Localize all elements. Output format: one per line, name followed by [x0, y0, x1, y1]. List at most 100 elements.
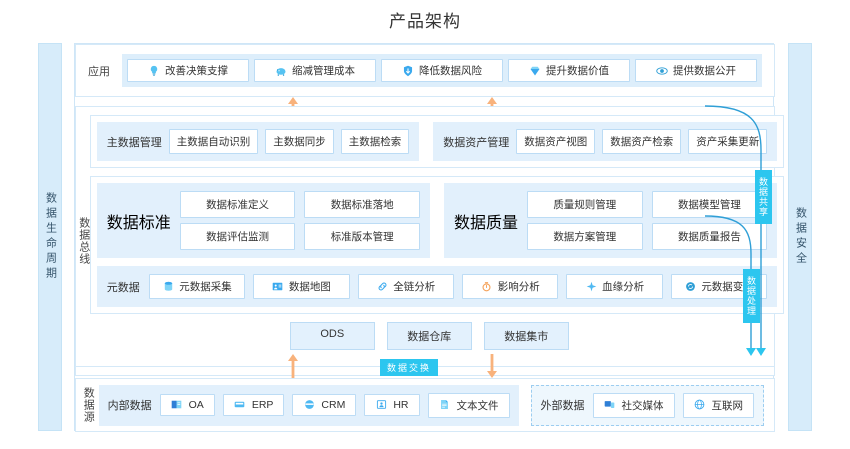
source-item-label: 文本文件: [456, 399, 499, 412]
master-and-asset-panel: 主数据管理 主数据自动识别 主数据同步 主数据检索 数据资产管理 数据资产视图 …: [89, 115, 785, 168]
data-standard-item[interactable]: 数据标准定义: [179, 191, 296, 218]
data-source-layer: 数据源 内部数据 OA ERP: [75, 378, 775, 432]
data-source-body: 内部数据 OA ERP: [98, 384, 774, 426]
file-icon: [439, 399, 451, 411]
source-item-oa[interactable]: OA: [159, 394, 215, 416]
app-chip-label: 改善决策支撑: [165, 65, 228, 77]
arrow-up-exchange: [288, 354, 298, 378]
data-standard-item[interactable]: 标准版本管理: [304, 223, 420, 250]
metadata-item-label: 影响分析: [497, 281, 540, 293]
master-data-item[interactable]: 主数据自动识别: [168, 129, 259, 154]
metadata-item-label: 数据地图: [288, 281, 331, 293]
metadata-item-label: 全链分析: [393, 281, 436, 293]
metadata-item-label: 元数据变更: [701, 281, 754, 293]
data-share-connector: [704, 105, 766, 356]
data-quality-item[interactable]: 质量规则管理: [527, 191, 643, 218]
application-layer: 应用 改善决策支撑 缩减管理成本: [75, 44, 775, 97]
data-bus-layer: 数据总线 主数据管理 主数据自动识别 主数据同步 主数据检索 数据资产管理: [75, 106, 785, 376]
data-asset-item[interactable]: 数据资产视图: [516, 129, 596, 154]
arrow-up-right: [487, 97, 497, 109]
source-item-social-media[interactable]: 社交媒体: [592, 392, 675, 418]
sparkle-icon: [585, 281, 597, 293]
link-icon: [376, 281, 388, 293]
data-exchange-badge: 数据交换: [380, 359, 439, 376]
side-band-right-label: 数据安全: [794, 207, 807, 267]
metadata-name: 元数据: [106, 281, 140, 294]
data-source-label-col: 数据源: [76, 387, 99, 423]
source-item-label: 互联网: [711, 399, 744, 412]
refresh-icon: [684, 281, 696, 293]
data-quality-item[interactable]: 数据质量报告: [651, 223, 768, 250]
data-asset-item[interactable]: 数据资产检索: [602, 129, 682, 154]
master-data-item[interactable]: 主数据检索: [340, 129, 410, 154]
app-chip-label: 缩减管理成本: [292, 65, 355, 77]
storage-ods[interactable]: ODS: [289, 322, 375, 350]
internal-data-name: 内部数据: [107, 400, 152, 412]
data-bus-label-col: 数据总线: [76, 107, 90, 375]
source-item-erp[interactable]: ERP: [222, 394, 285, 416]
data-quality-item[interactable]: 数据方案管理: [527, 223, 643, 250]
source-item-label: CRM: [321, 399, 346, 411]
storage-warehouse[interactable]: 数据仓库: [386, 322, 472, 350]
source-item-label: OA: [188, 399, 204, 411]
internal-data-group: 内部数据 OA ERP: [98, 384, 519, 426]
data-process-badge: 数据处理: [743, 269, 760, 323]
metadata-item-lineage-analysis[interactable]: 血缘分析: [566, 274, 663, 299]
erp-icon: [234, 399, 246, 411]
data-standard-group: 数据标准 数据标准定义 数据标准落地 数据评估监测 标准版本管理: [96, 183, 430, 258]
data-quality-group: 数据质量 质量规则管理 数据模型管理 数据方案管理 数据质量报告: [444, 183, 778, 258]
shield-icon: [402, 65, 414, 77]
data-bus-label: 数据总线: [77, 217, 90, 265]
application-layer-label: 应用: [88, 65, 110, 78]
source-item-textfile[interactable]: 文本文件: [427, 392, 510, 418]
governance-panel: 数据标准 数据标准定义 数据标准落地 数据评估监测 标准版本管理 数据质量: [89, 176, 785, 314]
storage-datamart[interactable]: 数据集市: [483, 322, 569, 350]
metadata-item-chain-analysis[interactable]: 全链分析: [357, 274, 455, 299]
source-item-label: HR: [393, 399, 409, 411]
metadata-item-collect[interactable]: 元数据采集: [148, 274, 246, 299]
data-standard-item[interactable]: 数据评估监测: [179, 223, 296, 250]
metadata-group: 元数据 元数据采集: [96, 266, 778, 307]
app-chip-reduce-risk[interactable]: 降低数据风险: [381, 59, 503, 82]
data-standard-item[interactable]: 数据标准落地: [304, 191, 420, 218]
eye-icon: [656, 65, 668, 77]
data-asset-name: 数据资产管理: [443, 136, 510, 149]
arrow-up-left: [288, 97, 298, 109]
app-chip-improve-decision[interactable]: 改善决策支撑: [127, 59, 249, 82]
data-asset-item[interactable]: 资产采集更新: [688, 129, 768, 154]
master-data-item[interactable]: 主数据同步: [265, 129, 334, 154]
globe-icon: [694, 399, 706, 411]
side-band-data-lifecycle: 数据生命周期: [38, 43, 62, 431]
arrow-down-exchange: [487, 354, 497, 378]
crm-icon: [303, 399, 315, 411]
app-chip-label: 提升数据价值: [546, 65, 609, 77]
database-icon: [162, 281, 174, 293]
map-icon: [272, 281, 284, 293]
source-item-hr[interactable]: HR: [364, 394, 420, 416]
metadata-item-label: 元数据采集: [179, 281, 232, 293]
application-items: 改善决策支撑 缩减管理成本 降低数据风险: [122, 54, 762, 87]
hr-icon: [375, 399, 387, 411]
app-chip-reduce-cost[interactable]: 缩减管理成本: [254, 59, 376, 82]
piggybank-icon: [275, 65, 287, 77]
master-data-group: 主数据管理 主数据自动识别 主数据同步 主数据检索: [96, 122, 420, 161]
source-item-internet[interactable]: 互联网: [682, 392, 754, 418]
source-item-label: 社交媒体: [621, 399, 664, 412]
page-title: 产品架构: [389, 12, 461, 31]
source-item-crm[interactable]: CRM: [292, 394, 357, 416]
metadata-item-impact-analysis[interactable]: 影响分析: [462, 274, 559, 299]
data-process-connector: [704, 215, 756, 356]
storage-row: ODS 数据仓库 数据集市: [90, 322, 785, 350]
metadata-item-map[interactable]: 数据地图: [253, 274, 350, 299]
social-icon: [604, 399, 616, 411]
external-data-group: 外部数据 社交媒体 互联网: [530, 384, 764, 426]
app-chip-increase-value[interactable]: 提升数据价值: [508, 59, 630, 82]
app-chip-open-data[interactable]: 提供数据公开: [635, 59, 757, 82]
master-data-name: 主数据管理: [106, 136, 162, 149]
side-band-data-security: 数据安全: [788, 43, 812, 431]
app-chip-label: 降低数据风险: [419, 65, 482, 77]
data-quality-name: 数据质量: [454, 214, 519, 232]
data-bus-body: 主数据管理 主数据自动识别 主数据同步 主数据检索 数据资产管理 数据资产视图 …: [89, 107, 795, 375]
source-item-label: ERP: [251, 399, 274, 411]
